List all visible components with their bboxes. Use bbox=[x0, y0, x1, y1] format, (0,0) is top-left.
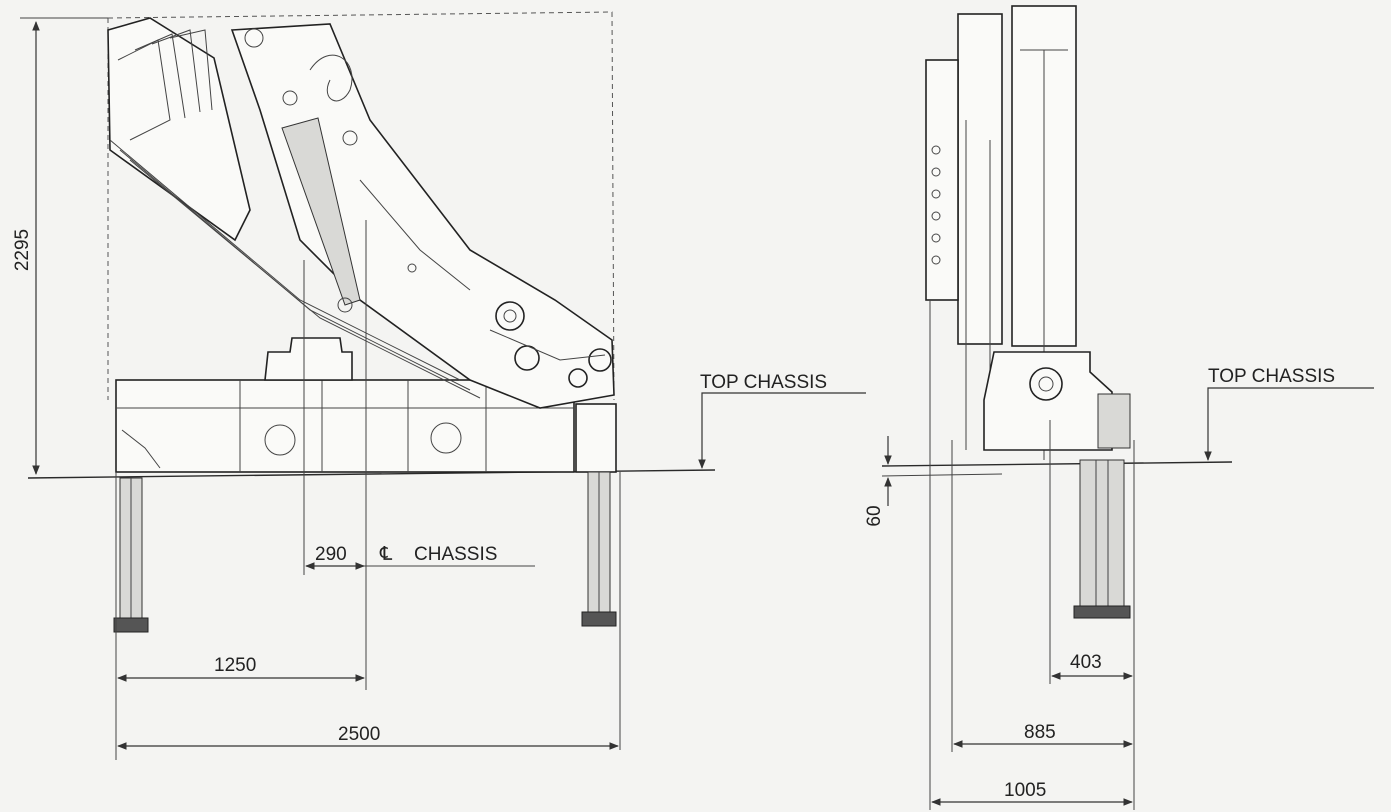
crane-base-frame bbox=[115, 379, 575, 473]
left-outrigger-leg bbox=[113, 429, 161, 633]
lift-cylinder bbox=[281, 117, 361, 306]
chassis-center-label: CHASSIS bbox=[414, 544, 497, 565]
centerline-symbol: ℄ bbox=[379, 544, 393, 565]
top-chassis-leader-side bbox=[698, 392, 866, 469]
gap-dim-label: 60 bbox=[864, 505, 885, 526]
overall-width-dim-label: 2500 bbox=[338, 724, 380, 745]
front-overall-dim-label: 1005 bbox=[1004, 780, 1046, 801]
front-column-block bbox=[983, 351, 1113, 451]
base-hole-right bbox=[430, 422, 462, 454]
base-hole-left bbox=[264, 424, 296, 456]
crane-column bbox=[264, 337, 353, 381]
half-width-dim-label: 1250 bbox=[214, 655, 256, 676]
top-chassis-leader-front bbox=[1204, 387, 1374, 461]
front-width-dim-label: 885 bbox=[1024, 722, 1056, 743]
front-chassis-top-line bbox=[881, 461, 1233, 467]
top-chassis-label-front: TOP CHASSIS bbox=[1208, 366, 1335, 387]
front-offset-dim-label: 403 bbox=[1070, 652, 1102, 673]
right-outrigger-leg bbox=[575, 403, 617, 627]
height-dim-label: 2295 bbox=[12, 229, 33, 271]
offset-dim-label: 290 bbox=[315, 544, 347, 565]
front-valve-box bbox=[1097, 393, 1131, 449]
side-view: 2295 290 ℄ CHASSIS 1250 2500 TOP CHASSIS bbox=[12, 11, 866, 760]
top-chassis-label-side: TOP CHASSIS bbox=[700, 372, 827, 393]
envelope-outline bbox=[107, 11, 615, 401]
front-boom-stack bbox=[925, 5, 1077, 460]
main-boom bbox=[230, 23, 615, 409]
front-outrigger-leg bbox=[1073, 459, 1131, 619]
knuckle-joint bbox=[489, 301, 612, 388]
folded-boom-sections bbox=[107, 17, 481, 399]
front-view: 60 403 885 1005 TOP CHASSIS bbox=[864, 5, 1374, 810]
